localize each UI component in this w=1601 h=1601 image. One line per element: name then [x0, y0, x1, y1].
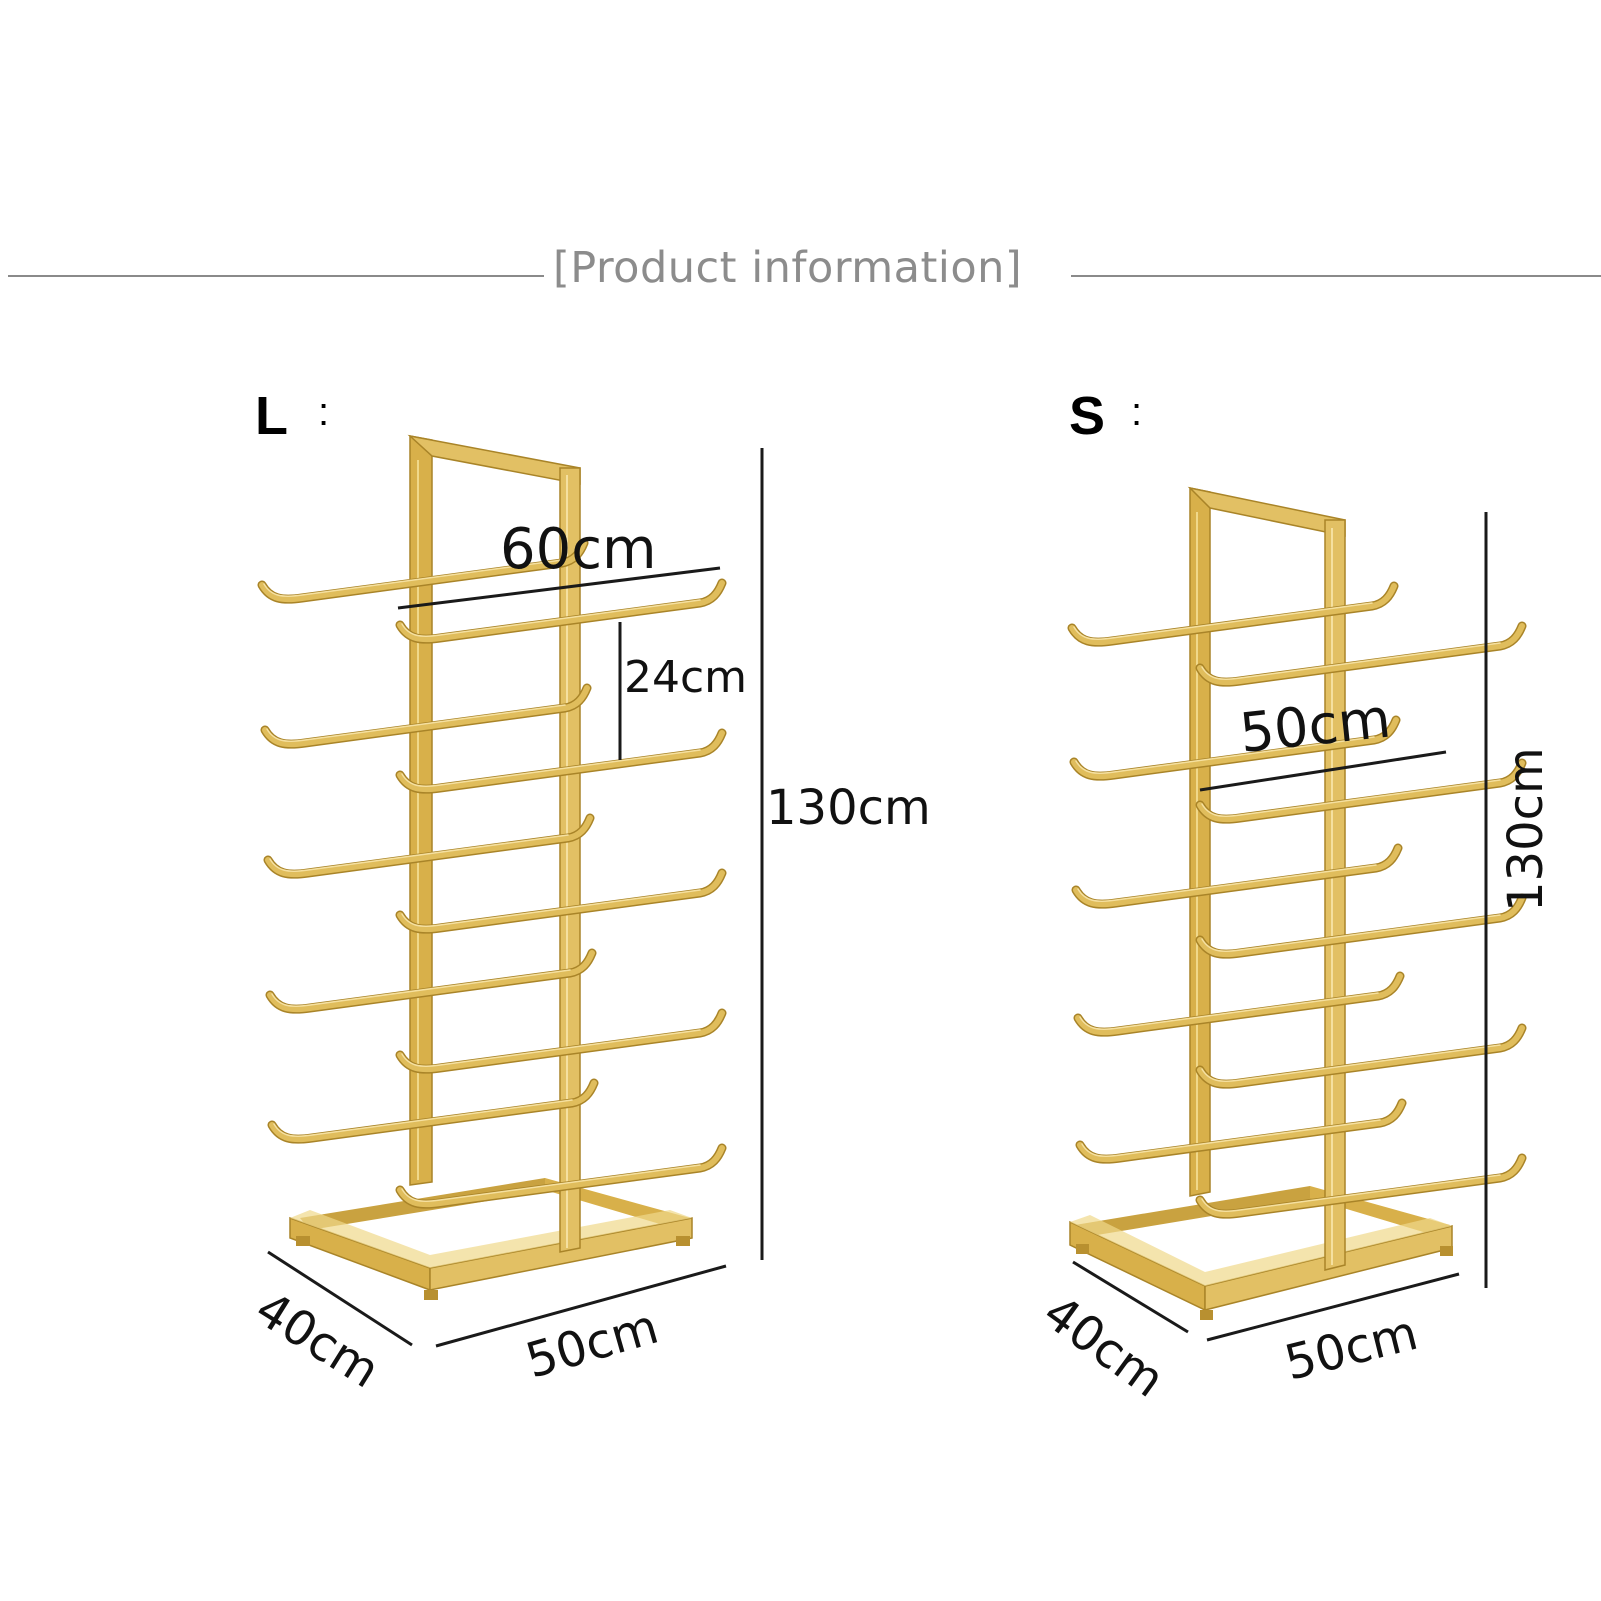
size-label-large: L — [255, 386, 288, 446]
size-label-small: S — [1069, 386, 1106, 446]
dim-large-depth: 40cm — [246, 1281, 390, 1400]
title-divider-right — [1071, 275, 1601, 277]
size-label-small-colon: : — [1131, 390, 1143, 434]
wine-rack-small-illustration: 50cm 130cm 40cm 50cm — [1033, 486, 1554, 1409]
section-title: [Product information] — [553, 243, 1023, 293]
dim-small-depth: 40cm — [1033, 1284, 1175, 1408]
size-label-large-colon: : — [318, 390, 330, 434]
wine-rack-large-illustration: 60cm 24cm 130cm 40cm 50cm — [246, 434, 931, 1400]
dim-small-width-base: 50cm — [1279, 1305, 1423, 1392]
dim-large-width-top: 60cm — [500, 517, 657, 582]
dim-large-width-base: 50cm — [520, 1299, 664, 1390]
title-divider-left — [8, 275, 544, 277]
dim-large-spacing: 24cm — [624, 652, 747, 703]
dim-small-height: 130cm — [1498, 747, 1554, 912]
dim-small-width-top: 50cm — [1237, 686, 1394, 764]
dim-large-height: 130cm — [766, 780, 931, 836]
